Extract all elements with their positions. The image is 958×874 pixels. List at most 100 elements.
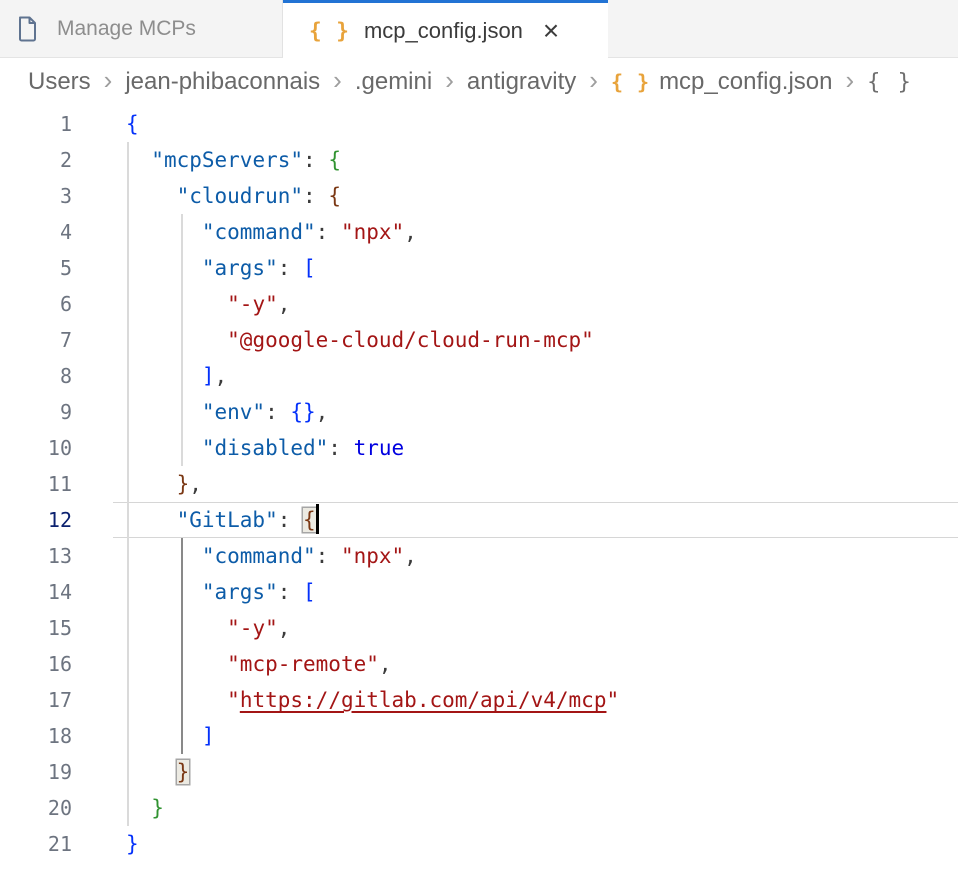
code-line-8[interactable]: 8 ], — [0, 358, 958, 394]
code-line-6[interactable]: 6 "-y", — [0, 286, 958, 322]
code-line-20[interactable]: 20 } — [0, 790, 958, 826]
line-number[interactable]: 10 — [47, 436, 72, 460]
code-token: { — [328, 184, 341, 208]
breadcrumb-item-antigravity[interactable]: antigravity — [466, 68, 577, 95]
active-indent-guide — [181, 718, 183, 754]
indent-guide — [181, 214, 183, 250]
line-number[interactable]: 21 — [47, 832, 72, 856]
indent-guide — [127, 214, 129, 250]
active-indent-guide — [181, 574, 183, 610]
code-line-11[interactable]: 11 }, — [0, 466, 958, 502]
code-line-19[interactable]: 19 } — [0, 754, 958, 790]
code-token: " — [227, 688, 240, 712]
line-content: ], — [126, 358, 227, 394]
code-token: [ — [303, 256, 316, 280]
line-number[interactable]: 1 — [59, 112, 72, 136]
file-icon — [16, 15, 39, 42]
code-line-5[interactable]: 5 "args": [ — [0, 250, 958, 286]
indent-guide — [127, 646, 129, 682]
breadcrumb-item--gemini[interactable]: .gemini — [354, 68, 433, 95]
line-content: "disabled": true — [126, 430, 404, 466]
tab-manage-mcps-label: Manage MCPs — [57, 16, 196, 40]
code-token: , — [404, 220, 417, 244]
line-number[interactable]: 5 — [59, 256, 72, 280]
code-line-4[interactable]: 4 "command": "npx", — [0, 214, 958, 250]
line-content: } — [126, 826, 139, 862]
line-number[interactable]: 13 — [47, 544, 72, 568]
breadcrumb: Users›jean-phibaconnais›.gemini›antigrav… — [0, 58, 958, 106]
line-number[interactable]: 20 — [47, 796, 72, 820]
line-number[interactable]: 18 — [47, 724, 72, 748]
line-number[interactable]: 6 — [59, 292, 72, 316]
code-line-14[interactable]: 14 "args": [ — [0, 574, 958, 610]
code-line-13[interactable]: 13 "command": "npx", — [0, 538, 958, 574]
code-line-15[interactable]: 15 "-y", — [0, 610, 958, 646]
line-content: "-y", — [126, 610, 290, 646]
code-token: : — [315, 220, 341, 244]
code-line-12[interactable]: 12 "GitLab": { — [0, 502, 958, 538]
code-token: ] — [201, 364, 215, 388]
indent-guide — [127, 430, 129, 466]
code-line-3[interactable]: 3 "cloudrun": { — [0, 178, 958, 214]
line-number[interactable]: 9 — [59, 400, 72, 424]
indent-guide — [127, 394, 129, 430]
code-line-18[interactable]: 18 ] — [0, 718, 958, 754]
line-number[interactable]: 12 — [47, 508, 72, 532]
code-token: , — [214, 364, 228, 388]
line-number[interactable]: 15 — [47, 616, 72, 640]
code-token: , — [404, 544, 417, 568]
code-line-10[interactable]: 10 "disabled": true — [0, 430, 958, 466]
indent-guide — [127, 538, 129, 574]
indent-guide — [127, 358, 129, 394]
code-token: : — [265, 400, 291, 424]
line-number[interactable]: 17 — [47, 688, 72, 712]
breadcrumb-item-jean-phibaconnais[interactable]: jean-phibaconnais — [125, 68, 321, 95]
line-number[interactable]: 16 — [47, 652, 72, 676]
line-number[interactable]: 7 — [59, 328, 72, 352]
active-indent-guide — [181, 682, 183, 718]
breadcrumb-symbol-braces-icon[interactable]: { } — [867, 69, 913, 95]
code-token: "npx" — [340, 220, 405, 244]
indent-guide — [127, 682, 129, 718]
indent-guide — [127, 322, 129, 358]
tab-bar-filler — [608, 0, 958, 58]
breadcrumb-item-mcp-config-json[interactable]: mcp_config.json — [659, 68, 833, 95]
line-number[interactable]: 4 — [59, 220, 72, 244]
line-number[interactable]: 19 — [47, 760, 72, 784]
code-line-21[interactable]: 21} — [0, 826, 958, 862]
breadcrumb-item-users[interactable]: Users — [28, 68, 91, 95]
code-token: "mcpServers" — [151, 148, 304, 172]
indent-guide — [181, 322, 183, 358]
indent-guide — [127, 178, 129, 214]
active-indent-guide — [181, 610, 183, 646]
line-number[interactable]: 8 — [59, 364, 72, 388]
code-token: : — [303, 148, 329, 172]
line-number[interactable]: 2 — [59, 148, 72, 172]
code-token: "env" — [201, 400, 266, 424]
line-number[interactable]: 3 — [59, 184, 72, 208]
line-number[interactable]: 11 — [47, 472, 72, 496]
line-number[interactable]: 14 — [47, 580, 72, 604]
indent-guide — [127, 574, 129, 610]
indent-guide — [127, 466, 129, 502]
code-token: "disabled" — [201, 436, 329, 460]
code-line-17[interactable]: 17 "https://gitlab.com/api/v4/mcp" — [0, 682, 958, 718]
code-token: "command" — [201, 544, 316, 568]
code-line-1[interactable]: 1{ — [0, 106, 958, 142]
bracket-match: { — [303, 508, 316, 532]
indent-guide — [181, 394, 183, 430]
code-line-9[interactable]: 9 "env": {}, — [0, 394, 958, 430]
tab-bar: Manage MCPs { } mcp_config.json × — [0, 0, 958, 58]
line-content: }, — [126, 466, 202, 502]
code-token: "cloudrun" — [176, 184, 304, 208]
tab-mcp-config-json[interactable]: { } mcp_config.json × — [283, 0, 608, 58]
code-token: "mcp-remote" — [227, 652, 379, 676]
code-token: , — [315, 400, 329, 424]
json-braces-icon: { } — [309, 18, 350, 43]
close-tab-icon[interactable]: × — [542, 14, 560, 46]
tab-manage-mcps[interactable]: Manage MCPs — [0, 0, 283, 58]
code-line-7[interactable]: 7 "@google-cloud/cloud-run-mcp" — [0, 322, 958, 358]
code-line-2[interactable]: 2 "mcpServers": { — [0, 142, 958, 178]
indent-guide — [127, 250, 129, 286]
code-line-16[interactable]: 16 "mcp-remote", — [0, 646, 958, 682]
